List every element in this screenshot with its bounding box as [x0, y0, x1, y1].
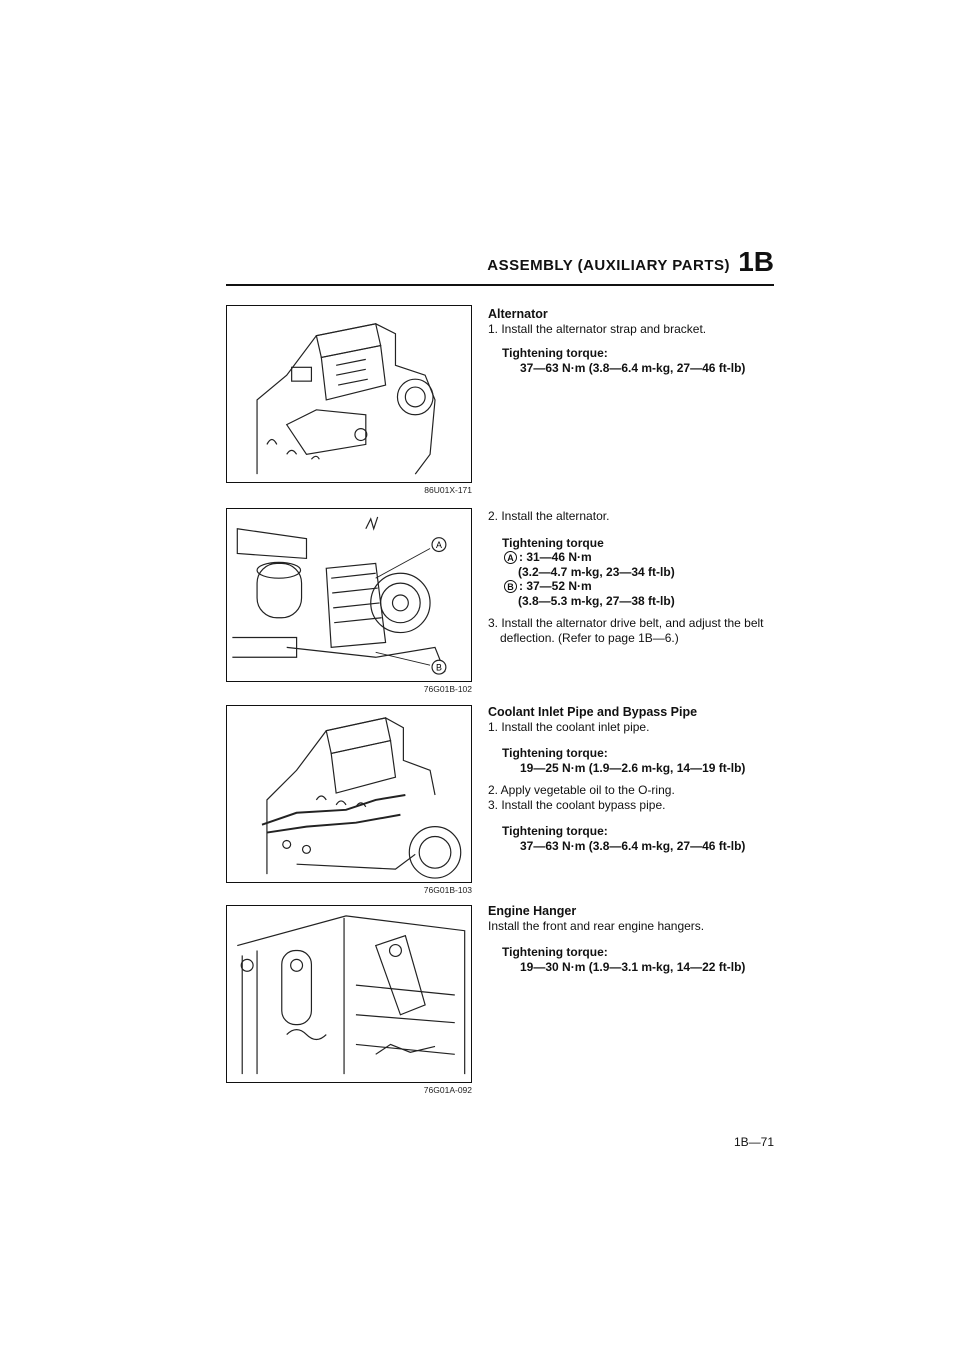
engine-illustration-4 — [237, 915, 466, 1075]
torque-value: 19—25 N·m (1.9—2.6 m-kg, 14—19 ft-lb) — [520, 760, 746, 775]
torque-label: Tightening torque: — [502, 945, 608, 959]
torque-label: Tightening torque — [502, 535, 604, 550]
torque-value: 37—63 N·m (3.8—6.4 m-kg, 27—46 ft-lb) — [520, 838, 746, 853]
page-header: ASSEMBLY (AUXILIARY PARTS) 1B — [226, 243, 774, 287]
torque-value: 37—63 N·m (3.8—6.4 m-kg, 27—46 ft-lb) — [520, 360, 746, 375]
page-number: 1B—71 — [733, 1135, 774, 1149]
section-title: ASSEMBLY (AUXILIARY PARTS) — [487, 257, 730, 274]
figure-engine-hanger — [226, 905, 472, 1083]
coolant-heading: Coolant Inlet Pipe and Bypass Pipe — [488, 705, 698, 719]
coolant-step-3: 3. Install the coolant bypass pipe. — [488, 797, 666, 812]
alternator-step-3: 3. Install the alternator drive belt, an… — [488, 616, 764, 630]
alternator-install-section: 2. Install the alternator. Tightening to… — [488, 509, 778, 645]
callout-b-mark: B — [504, 580, 517, 593]
figure-engine-alternator-bracket — [226, 305, 472, 483]
engine-illustration-2: A B — [232, 516, 447, 675]
torque-b: B: 37—52 N·m — [488, 579, 778, 594]
engine-illustration-1 — [256, 323, 436, 475]
coolant-step-1: 1. Install the coolant inlet pipe. — [488, 719, 650, 734]
header-rule — [226, 284, 774, 286]
hanger-step: Install the front and rear engine hanger… — [488, 918, 705, 933]
coolant-section: Coolant Inlet Pipe and Bypass Pipe 1. In… — [488, 705, 778, 853]
alternator-section: Alternator 1. Install the alternator str… — [488, 307, 778, 375]
section-badge: 1B — [738, 246, 774, 277]
figure-code: 86U01X-171 — [424, 485, 472, 495]
callout-b: B — [436, 663, 442, 673]
engine-illustration-3 — [261, 717, 462, 879]
hanger-section: Engine Hanger Install the front and rear… — [488, 904, 778, 974]
alternator-step-3-cont: deflection. (Refer to page 1B—6.) — [500, 630, 679, 645]
alternator-step-1: 1. Install the alternator strap and brac… — [488, 321, 707, 336]
figure-code: 76G01A-092 — [423, 1085, 472, 1095]
callout-a: A — [436, 540, 442, 550]
torque-a-conversion: (3.2—4.7 m-kg, 23—34 ft-lb) — [518, 564, 675, 579]
hanger-heading: Engine Hanger — [488, 904, 577, 918]
torque-a: A: 31—46 N·m — [488, 550, 778, 565]
torque-b-conversion: (3.8—5.3 m-kg, 27—38 ft-lb) — [518, 593, 675, 608]
figure-alternator-install: A B — [226, 508, 472, 682]
torque-label: Tightening torque: — [502, 746, 608, 760]
alternator-step-2: 2. Install the alternator. — [488, 509, 610, 523]
figure-coolant-pipe — [226, 705, 472, 883]
torque-value: 19—30 N·m (1.9—3.1 m-kg, 14—22 ft-lb) — [520, 959, 746, 974]
coolant-step-2: 2. Apply vegetable oil to the O-ring. — [488, 783, 675, 797]
callout-a-mark: A — [504, 551, 517, 564]
torque-label: Tightening torque: — [502, 346, 608, 360]
torque-label: Tightening torque: — [502, 824, 608, 838]
alternator-heading: Alternator — [488, 307, 548, 321]
figure-code: 76G01B-102 — [423, 684, 472, 694]
figure-code: 76G01B-103 — [423, 885, 472, 895]
